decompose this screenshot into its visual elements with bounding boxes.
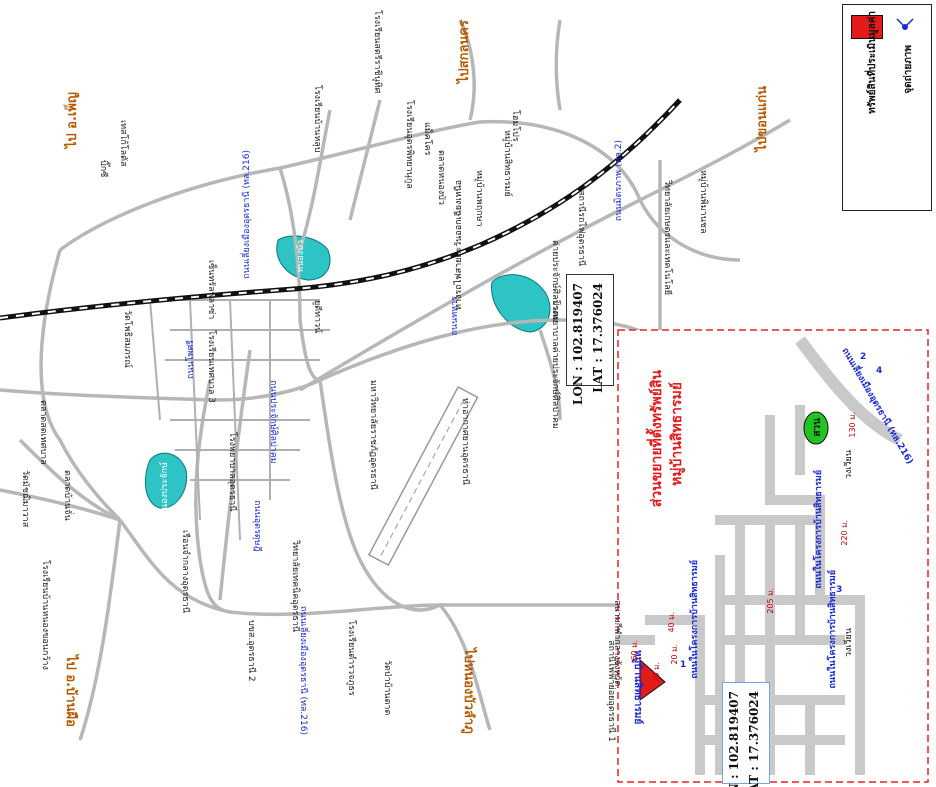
legend-photo-row (893, 15, 917, 43)
inset-main-road (795, 336, 903, 446)
coord-lon-main: LON : 102.819407 (571, 283, 585, 405)
place-mall: ยูดีทาวน์ (312, 300, 322, 334)
road-label-udondutsadi: ถนนอุดรดุษฎี (252, 500, 262, 552)
place-rajabhat: มหาวิทยาลัยราชภัฏอุดรธานี (368, 380, 378, 490)
place-central: เซ็นทรัลพลาซ่า (206, 260, 216, 320)
inset-park (803, 411, 829, 445)
place-makro: แม็คโคร (422, 122, 432, 156)
coordinate-box-main: LON : 102.819407 LAT : 17.376024 (566, 274, 614, 405)
project-marker (639, 658, 666, 701)
direction-banphue: ไป อ.บ้านผือ (63, 655, 78, 727)
inset-road-label-2: ถนนในโครงการบ้านสิทธารมย์ (690, 560, 700, 679)
inset-roundabout-2: วงเวียน (844, 628, 854, 658)
distance-label: 130 ม. (848, 412, 857, 438)
photo-point: 1 (680, 660, 687, 670)
photo-point: 4 (876, 366, 883, 376)
place-wat: วัดโพธิสมภรณ์ (122, 310, 132, 368)
place-school-satri: โรงเรียนสตรีราชินูทิศ (372, 10, 382, 94)
place-nong-udom: หนองบัว (296, 240, 306, 273)
inset-title-line1: ส่วนขยายที่ตั้งทรัพย์สิน (649, 370, 665, 508)
legend: ทรัพย์สินที่ประเมินมูลค่า จุดถ่ายภาพ (842, 4, 932, 211)
road-label-phosri: ถนนโพศรี (186, 340, 196, 380)
place-market: ตลาดหนองบัว (436, 150, 446, 205)
place-hospital: โรงพยาบาลอุดรธานี (227, 432, 237, 512)
place-station: สถานีรถไฟอุดรธานี (576, 190, 586, 267)
legend-project-label: ทรัพย์สินที่ประเมินมูลค่า (867, 11, 878, 114)
inset-road-label-1: ถนนในโครงการบ้านสิทธารมย์ (814, 470, 824, 589)
place-hospital2: โรงพยาบาลค่ายประจักษ์ศิลปาคม (550, 300, 560, 429)
place-village3: หมู่บ้านพิมานชล (698, 170, 708, 234)
inset-park-label: สวน (812, 418, 823, 437)
place-tesco: เทสโก้โลตัส (118, 120, 128, 167)
legend-photo-label: จุดถ่ายภาพ (903, 45, 914, 94)
place-technical: วิทยาลัยเทคนิคอุดรธานี (290, 540, 300, 633)
place-nong-prajak: หนองประจักษ์ (160, 462, 170, 516)
place-stadium: สนามกีฬากลางจังหวัด (612, 600, 622, 687)
inset-title-line2: หมู่บ้านสิทธารมย์ (669, 382, 685, 486)
distance-label: 220 ม. (840, 520, 849, 546)
place-bigc: บิ๊กซี (98, 160, 108, 178)
coord-lat-main: LAT : 17.376024 (591, 283, 605, 393)
direction-phen: ไป อ.เพ็ญ (65, 92, 80, 149)
direction-nongbualamphu: ไปหนองบัวลำภู (461, 648, 476, 734)
distance-label: 60 ม. (630, 640, 639, 661)
place-agri: วิทยาลัยเกษตรและเทคโนโลยี (662, 180, 672, 296)
place-temple3: วัดมัชฌิมาวาส (20, 470, 30, 528)
photo-point-icon (896, 18, 914, 30)
road-label-railway: ทางรถไฟสายตะวันออกเฉียงเหนือ (454, 180, 464, 310)
coordinate-box-inset: LON : 102.819407 LAT : 17.376024 (722, 682, 770, 787)
distance-label: 40 ม. (667, 612, 676, 633)
distance-label: 30 ม. (652, 662, 661, 683)
photo-point: 2 (860, 352, 867, 362)
road-label-prajak: ถนนประจักษ์ศิลปาคม (268, 380, 278, 464)
place-market2: ตลาดบ้านจั่น (62, 470, 72, 521)
inset-roundabout-1: วงเวียน (844, 450, 854, 480)
place-village1: หมู่บ้านพฤกษา (474, 170, 484, 227)
direction-khonkaen: ไปขอนแก่น (755, 86, 770, 152)
place-army: ค่ายประจักษ์ศิลปาคม (550, 240, 560, 323)
direction-sakon: ไปสกลนคร (457, 20, 472, 84)
place-police: โรงเรียนตำรวจภูธร (346, 620, 356, 696)
lake-nong-prajak (144, 452, 188, 509)
place-bus: บขส.อุดรธานี 2 (246, 620, 256, 682)
place-village2: หมู่บ้านสิทธารมย์ (502, 130, 512, 197)
place-airport: ท่าอากาศยานอุดรธานี (460, 398, 470, 485)
place-fresh-market: ตลาดสดเทศบาล (38, 400, 48, 465)
legend-project-row (851, 15, 883, 39)
place-temple2: วัดป่าบ้านตาด (382, 660, 392, 716)
road-label-hwy216-north: ถนนเลี่ยงเมืองอุดรธานี (ทล.216) (242, 150, 252, 279)
inset-project-name: หมู่บ้านสิทธารมย์ (632, 650, 643, 725)
legend-project-swatch (851, 15, 883, 39)
place-school3: โรงเรียนเทศบาล 3 (206, 330, 216, 403)
place-school2: โรงเรียนบ้านหลุบ (312, 85, 322, 153)
distance-label: 205 ม. (766, 588, 775, 614)
roads-layer (0, 19, 791, 741)
place-power: สถานีไฟฟ้าย่อยอุดรธานี 1 (606, 640, 616, 742)
place-school-udon: โรงเรียนอุดรพิทยานุกูล (404, 100, 414, 189)
city-grid (149, 299, 330, 541)
place-prison: เรือนจำกลางอุดรธานี (180, 530, 190, 613)
lake-nong-east (491, 274, 551, 333)
coord-lat-inset: LAT : 17.376024 (747, 691, 761, 787)
photo-point: 3 (836, 585, 843, 595)
place-homepro: โฮมโปร (510, 110, 520, 142)
road-label-mittraphap: ถนนมิตรภาพ (ทล.2) (614, 140, 624, 222)
place-school-nongkhon: โรงเรียนบ้านหนองขอนกว้าง (40, 560, 50, 670)
road-label-hwy216-south: ถนนเลี่ยงเมืองอุดรธานี (ทล.216) (298, 606, 308, 735)
coord-lon-inset: LON : 102.819407 (727, 691, 741, 787)
